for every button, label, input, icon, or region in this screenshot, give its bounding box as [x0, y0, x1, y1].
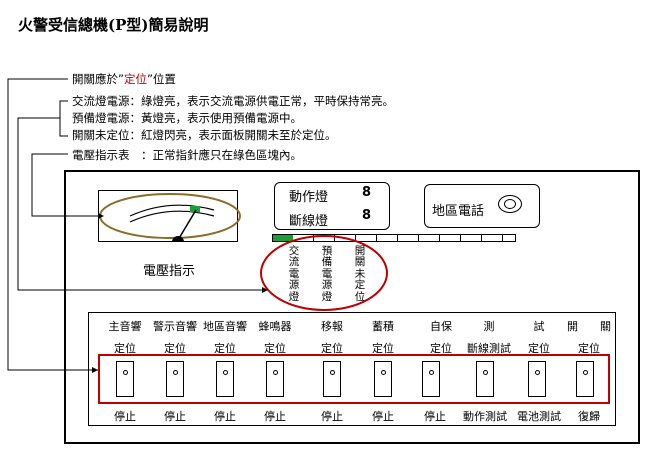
toggle-switch[interactable]: [323, 361, 341, 397]
switch-bottom-label: 復歸: [578, 410, 600, 423]
switch-func-label: 試: [533, 320, 545, 333]
switch-top-label: 定位: [430, 342, 452, 355]
switch-bottom-label: 停止: [164, 410, 186, 423]
toggle-switch[interactable]: [116, 361, 134, 397]
note-switch-suffix: ”位置: [146, 72, 176, 86]
note-switch-accent: 定位: [123, 72, 147, 86]
switch-bottom-label: 停止: [264, 410, 286, 423]
line-break-lamp-indicator: 8: [362, 208, 372, 223]
leader-line-meter: [31, 153, 100, 217]
line-break-lamp-label: 斷線燈: [289, 214, 329, 229]
meter-pivot: [172, 236, 184, 242]
note-switch-position: 開關應於”定位”位置: [72, 72, 176, 86]
switch-func-label: 開 關: [567, 320, 611, 333]
switch-top-label: 定位: [214, 342, 236, 355]
switch-func-label: 蓄積: [372, 320, 394, 333]
note-backup-lamp: 預備燈電源：黃燈亮，表示使用預備電源中。: [72, 111, 302, 125]
toggle-switch[interactable]: [216, 361, 234, 397]
toggle-switch[interactable]: [576, 361, 594, 397]
switch-bottom-label: 停止: [321, 410, 343, 423]
indicator-highlight-oval: [260, 235, 388, 311]
leader-bracket: [59, 100, 68, 137]
switch-top-label: 定位: [321, 342, 343, 355]
action-lamp-indicator: 8: [362, 185, 372, 200]
toggle-switch[interactable]: [166, 361, 184, 397]
switch-top-label: 定位: [114, 342, 136, 355]
leader-line-switch: [7, 78, 98, 371]
switch-func-label: 蜂鳴器: [258, 320, 292, 333]
switch-highlight-box: [98, 354, 610, 404]
area-phone-label: 地區電話: [432, 204, 485, 219]
indicator-switch-not-set: 開關未定位: [354, 245, 366, 303]
switch-bottom-label: 動作測試: [463, 410, 507, 423]
meter-needle: [177, 209, 197, 241]
toggle-switch[interactable]: [528, 361, 546, 397]
leader-line-indicators: [17, 117, 264, 291]
switch-panel: [88, 312, 616, 426]
switch-top-label: 斷線測試: [467, 342, 511, 355]
switch-func-label: 警示音響: [153, 320, 197, 333]
meter-highlight-oval: [99, 193, 241, 239]
switch-bottom-label: 停止: [424, 410, 446, 423]
segment-bar: [272, 234, 516, 242]
switch-top-label: 定位: [528, 342, 550, 355]
switch-bottom-label: 停止: [372, 410, 394, 423]
meter-scale-arc-inner: [129, 210, 215, 223]
page-title: 火警受信總機(P型)簡易說明: [18, 16, 209, 34]
switch-func-label: 主音響: [108, 320, 142, 333]
toggle-switch[interactable]: [374, 361, 392, 397]
switch-top-label: 定位: [264, 342, 286, 355]
note-switch-not-set: 開關未定位：紅燈閃亮，表示面板開關未至於定位。: [72, 128, 337, 142]
meter-label: 電壓指示: [143, 264, 196, 279]
meter-scale-arc: [129, 204, 215, 217]
switch-bottom-label: 停止: [114, 410, 136, 423]
indicator-ac-power: 交流電源燈: [288, 245, 300, 303]
toggle-switch[interactable]: [476, 361, 494, 397]
switch-func-label: 地區音響: [203, 320, 247, 333]
switch-top-label: 定位: [578, 342, 600, 355]
toggle-switch[interactable]: [266, 361, 284, 397]
control-panel: [64, 170, 640, 444]
indicator-backup-power: 預備電源燈: [321, 245, 333, 303]
meter-green-zone: [190, 206, 200, 212]
segment-rest: [293, 235, 515, 241]
segment-green: [273, 235, 293, 241]
switch-top-label: 定位: [164, 342, 186, 355]
switch-bottom-label: 停止: [214, 410, 236, 423]
note-switch-prefix: 開關應於”: [72, 72, 124, 86]
action-lamp-label: 動作燈: [289, 190, 329, 205]
status-lamp-box: [274, 182, 390, 230]
toggle-switch[interactable]: [422, 361, 440, 397]
phone-jack-icon[interactable]: [498, 195, 522, 213]
switch-func-label: 移報: [321, 320, 343, 333]
switch-func-label: 測: [483, 320, 495, 333]
switch-top-label: 定位: [372, 342, 394, 355]
note-ac-lamp: 交流燈電源：綠燈亮，表示交流電源供電正常，平時保持常亮。: [72, 94, 394, 108]
note-voltmeter: 電壓指示表 ：正常指針應只在綠色區塊內。: [72, 148, 302, 162]
switch-func-label: 自保: [430, 320, 452, 333]
switch-bottom-label: 電池測試: [517, 410, 561, 423]
phone-jack-inner-icon: [504, 199, 516, 209]
